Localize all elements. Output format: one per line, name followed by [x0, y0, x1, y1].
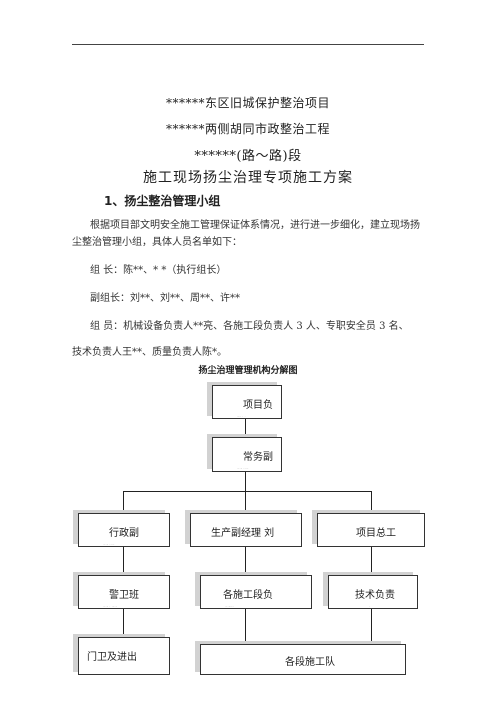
- connector-guard-to-gate: [123, 609, 124, 637]
- box-admin-deputy-subtext: ·-·- ·-·-: [103, 542, 115, 546]
- leader-line: 组 长：陈**、* *（执行组长）: [90, 265, 227, 276]
- box-section-teams-label: 各段施工队: [285, 657, 335, 668]
- box-chief-engineer-label: 项目总工: [356, 528, 396, 539]
- connector-exec-down: [245, 472, 246, 491]
- box-tech-lead-label: 技术负责: [355, 590, 395, 601]
- box-section-heads-label: 各施工段负: [223, 590, 273, 601]
- box-section-heads-subtext: ·-·-·-·: [225, 604, 234, 608]
- box-executive-deputy: 常务副 ·-·- ·-·-: [212, 437, 282, 472]
- connector-pm-to-exec: [245, 419, 246, 437]
- org-chart-title: 扬尘治理管理机构分解图: [198, 366, 298, 376]
- box-executive-deputy-label: 常务副: [243, 452, 273, 463]
- connector-horizontal-bar: [123, 491, 372, 492]
- members-line2: 技术负责人王**、质量负责人陈*。: [72, 347, 227, 358]
- connector-tech-to-teams: [371, 609, 372, 644]
- header-rule: [72, 44, 424, 45]
- deputy-line: 副组长：刘**、刘**、周**、许**: [90, 293, 240, 304]
- box-project-manager-subtext: ·-- · ·: [237, 414, 246, 418]
- connector-to-chief: [371, 491, 372, 513]
- members-line1: 组 员：机械设备负责人**亮、各施工段负责人 3 人、专职安全员 3 名、: [90, 321, 409, 332]
- box-chief-engineer: 项目总工: [317, 513, 425, 547]
- box-section-teams: 各段施工队: [200, 644, 406, 675]
- title-engineering: ******两侧胡同市政整治工程: [165, 122, 330, 136]
- box-tech-lead-subtext: ·: [369, 604, 371, 608]
- connector-chief-to-tech: [371, 547, 372, 575]
- intro-paragraph-line2: 尘整治管理小组，具体人员名单如下：: [72, 237, 242, 248]
- box-guard-team: 警卫班 ·-·- · ·-·-: [78, 575, 170, 609]
- box-gate-guard-label: 门卫及进出: [87, 652, 137, 663]
- connector-to-admin: [123, 491, 124, 513]
- section-heading: 1、扬尘整治管理小组: [104, 194, 221, 208]
- box-guard-team-subtext: ·-·- · ·-·-: [103, 604, 118, 608]
- connector-admin-to-guard: [123, 547, 124, 575]
- box-executive-deputy-subtext: ·-·- ·-·-: [237, 466, 249, 470]
- box-guard-team-label: 警卫班: [109, 590, 139, 601]
- box-production-manager-label: 生产副经理 刘: [211, 528, 275, 539]
- connector-prod-to-sections: [245, 547, 246, 575]
- box-section-heads: 各施工段负 ·-·-·-·: [200, 575, 312, 609]
- box-tech-lead: 技术负责 ·: [328, 575, 418, 609]
- connector-to-production: [245, 491, 246, 513]
- box-gate-guard: 门卫及进出: [78, 637, 170, 675]
- title-project: ******东区旧城保护整治项目: [165, 96, 330, 110]
- document-title: 施工现场扬尘治理专项施工方案: [143, 170, 353, 186]
- box-admin-deputy: 行政副 ·-·- ·-·-: [78, 513, 170, 547]
- box-project-manager-label: 项目负: [243, 400, 273, 411]
- box-admin-deputy-label: 行政副: [109, 528, 139, 539]
- intro-paragraph-line1: 根据项目部文明安全施工管理保证体系情况，进行进一步细化，建立现场扬: [90, 220, 420, 231]
- box-production-manager: 生产副经理 刘: [190, 513, 302, 547]
- title-section: ******(路～路)段: [194, 149, 302, 164]
- box-project-manager: 项目负 ·-- · ·: [212, 385, 282, 419]
- connector-sections-to-teams: [245, 609, 246, 644]
